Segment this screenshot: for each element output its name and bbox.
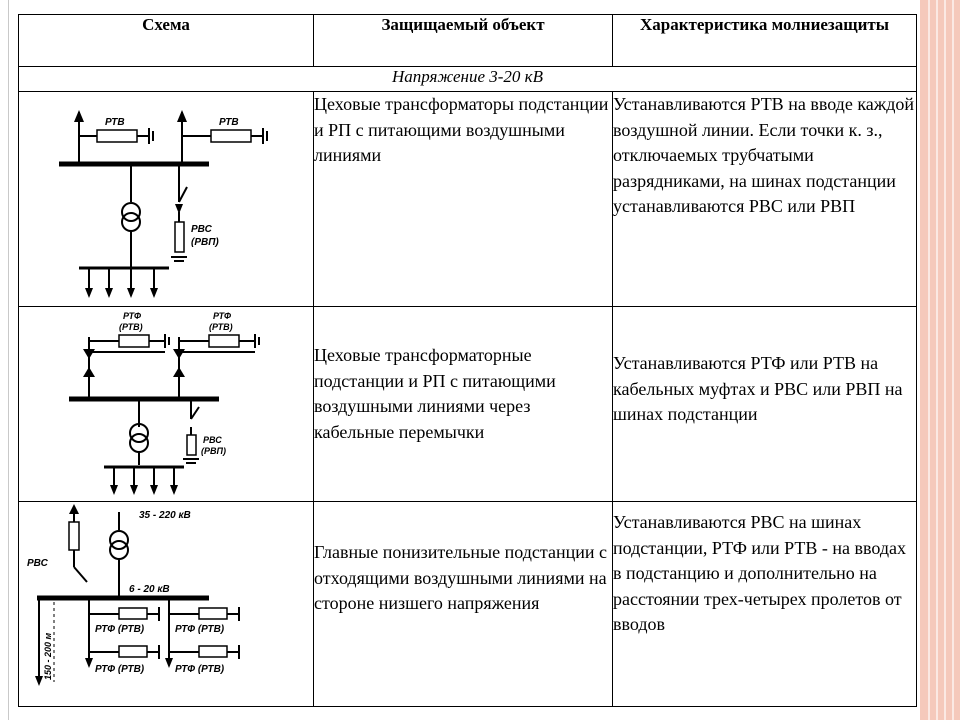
header-row: Схема Защищаемый объект Характеристика м… <box>18 14 917 67</box>
lightning-protection-table: Схема Защищаемый объект Характеристика м… <box>18 14 917 707</box>
diagram-label: РТФ <box>213 311 231 321</box>
characteristic-text: Устанавливаются РВС на шинах подстанции,… <box>613 512 907 635</box>
protected-object-text: Главные понизительные подстанции с отход… <box>314 542 608 614</box>
diagram-label: 35 - 220 кВ <box>139 510 191 521</box>
characteristic-cell: Устанавливаются РТФ или РТВ на кабельных… <box>612 306 917 502</box>
voltage-subheader: Напряжение 3-20 кВ <box>18 66 917 92</box>
protected-object-text: Цеховые трансформаторы подстанции и РП с… <box>314 94 609 166</box>
header-object: Защищаемый объект <box>313 14 613 67</box>
diagram-label: РТВ <box>219 117 239 128</box>
characteristic-text: Устанавливаются РТВ на вводе каждой возд… <box>613 94 915 217</box>
diagram-label: РТФ (РТВ) <box>95 664 145 675</box>
protected-object-cell: Цеховые трансформаторные подстанции и РП… <box>313 306 613 502</box>
diagram-label: РТФ (РТВ) <box>95 624 145 635</box>
header-characteristic: Характеристика молниезащиты <box>612 14 917 67</box>
scheme-cell: РТФ (РТВ) РТФ (РТВ) РВС (РВП) <box>18 306 314 502</box>
diagram-label: 150 - 200 м <box>43 632 53 680</box>
diagram-label: РТВ <box>105 117 125 128</box>
decorative-strip <box>920 0 960 720</box>
table-row: РТВ РТВ РВС (РВП) Цеховые трансформаторы… <box>18 91 917 307</box>
protected-object-cell: Цеховые трансформаторы подстанции и РП с… <box>313 91 613 307</box>
characteristic-text: Устанавливаются РТФ или РТВ на кабельных… <box>613 353 903 425</box>
table-row: 35 - 220 кВ РВС 6 - 20 кВ 150 - 200 м РТ… <box>18 501 917 707</box>
diagram-label: РТФ (РТВ) <box>175 624 225 635</box>
scheme-diagram-2: РТФ (РТВ) РТФ (РТВ) РВС (РВП) <box>69 311 260 495</box>
diagram-label: (РТВ) <box>209 322 233 332</box>
protected-object-text: Цеховые трансформаторные подстанции и РП… <box>314 345 556 442</box>
scheme-diagram-3: 35 - 220 кВ РВС 6 - 20 кВ 150 - 200 м РТ… <box>27 504 240 686</box>
diagram-label: РВС <box>27 558 49 569</box>
diagram-label: (РТВ) <box>119 322 143 332</box>
scheme-cell: 35 - 220 кВ РВС 6 - 20 кВ 150 - 200 м РТ… <box>18 501 314 707</box>
diagram-label: РВС <box>203 435 222 445</box>
scheme-cell: РТВ РТВ РВС (РВП) <box>18 91 314 307</box>
characteristic-cell: Устанавливаются РВС на шинах подстанции,… <box>612 501 917 707</box>
diagram-label: 6 - 20 кВ <box>129 584 170 595</box>
characteristic-cell: Устанавливаются РТВ на вводе каждой возд… <box>612 91 917 307</box>
slide-frame <box>8 0 929 720</box>
scheme-diagram-1: РТВ РТВ РВС (РВП) <box>59 110 268 298</box>
diagram-label: (РВП) <box>201 446 226 456</box>
diagram-label: РВС <box>191 224 213 235</box>
voltage-row: Напряжение 3-20 кВ <box>18 66 917 92</box>
diagram-label: РТФ (РТВ) <box>175 664 225 675</box>
diagram-label: (РВП) <box>191 237 219 248</box>
diagram-label: РТФ <box>123 311 141 321</box>
protected-object-cell: Главные понизительные подстанции с отход… <box>313 501 613 707</box>
table-row: РТФ (РТВ) РТФ (РТВ) РВС (РВП) Цеховые тр… <box>18 306 917 502</box>
header-scheme: Схема <box>18 14 314 67</box>
